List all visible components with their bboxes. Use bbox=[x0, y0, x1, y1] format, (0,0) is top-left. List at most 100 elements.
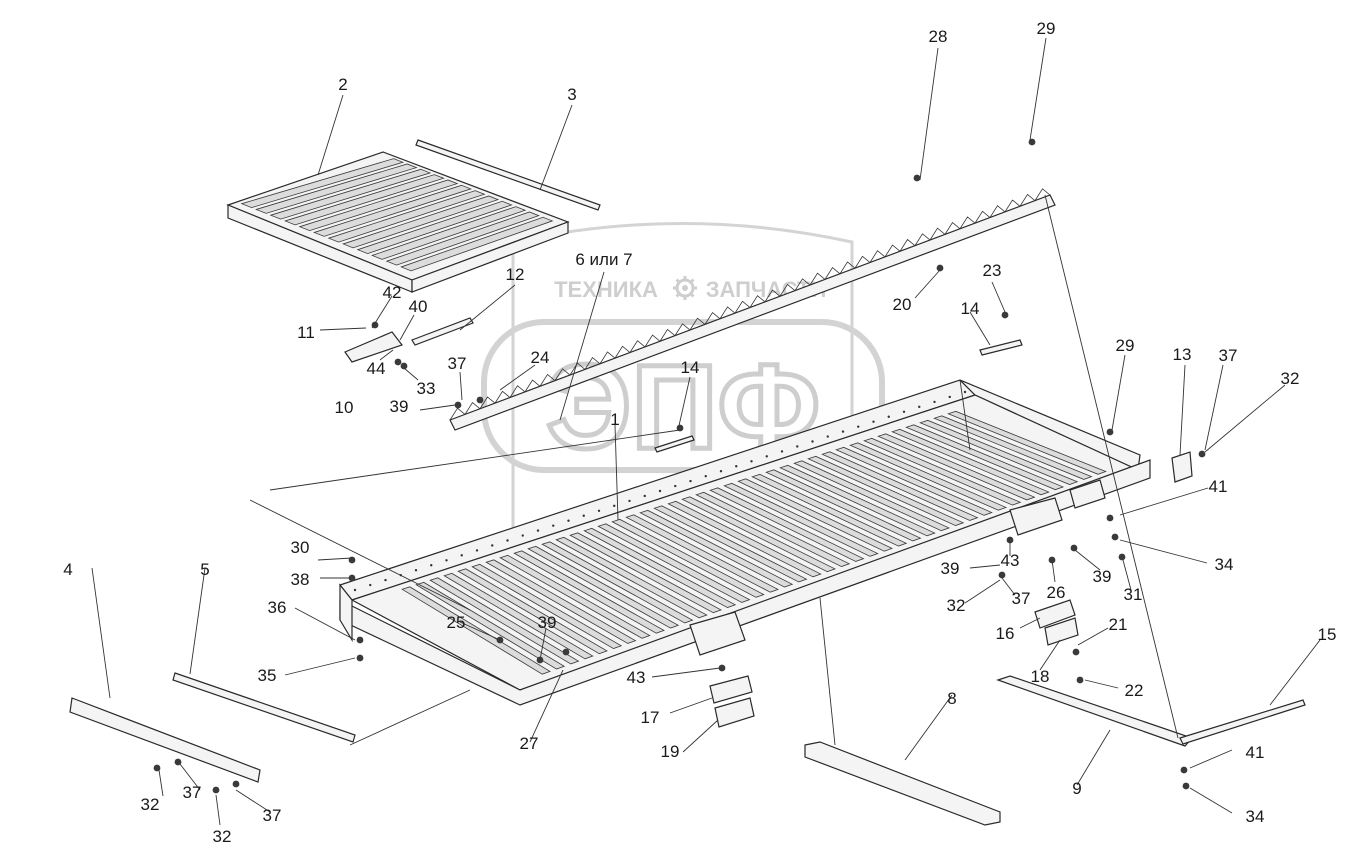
leader-line-17 bbox=[914, 269, 941, 299]
strip-part-9 bbox=[996, 675, 1194, 747]
leader-line-27 bbox=[969, 564, 1001, 569]
leader-line-12 bbox=[677, 376, 691, 431]
callout-c16: 16 bbox=[996, 624, 1015, 643]
callout-c8: 8 bbox=[947, 689, 956, 708]
leader-line-25 bbox=[1119, 539, 1208, 564]
pin-part-12 bbox=[411, 317, 474, 346]
leader-line-1 bbox=[539, 104, 573, 191]
leader-line-14 bbox=[919, 47, 939, 181]
callout-c39a: 39 bbox=[390, 397, 409, 416]
callout-c18: 18 bbox=[1031, 667, 1050, 686]
leader-line-44 bbox=[459, 621, 501, 641]
fastener-19 bbox=[998, 571, 1006, 579]
callout-c12: 12 bbox=[506, 265, 525, 284]
fastener-26 bbox=[718, 664, 726, 672]
leader-line-35 bbox=[1039, 639, 1061, 671]
callout-c19: 19 bbox=[661, 742, 680, 761]
callout-c10: 10 bbox=[335, 398, 354, 417]
callout-c4: 4 bbox=[63, 560, 72, 579]
callout-c41b: 41 bbox=[1246, 743, 1265, 762]
leader-line-46 bbox=[651, 667, 721, 678]
callout-c9: 9 bbox=[1072, 779, 1081, 798]
callout-c14b: 14 bbox=[961, 299, 980, 318]
gear-icon bbox=[673, 276, 697, 300]
callout-c20: 20 bbox=[893, 295, 912, 314]
main-frame-part-1 bbox=[338, 379, 1151, 706]
fastener-8 bbox=[400, 362, 408, 370]
fastener-22 bbox=[1072, 648, 1080, 656]
leader-line-42 bbox=[294, 607, 356, 641]
leader-line-16 bbox=[1044, 194, 1179, 739]
leader-line-6 bbox=[319, 327, 367, 331]
fastener-21 bbox=[1070, 544, 1078, 552]
callout-c3: 3 bbox=[567, 85, 576, 104]
callout-c34a: 34 bbox=[1215, 555, 1234, 574]
callout-c37b: 37 bbox=[1219, 346, 1238, 365]
callout-c28: 28 bbox=[929, 27, 948, 46]
fastener-5 bbox=[476, 396, 484, 404]
callout-c24: 24 bbox=[531, 348, 550, 367]
callout-c21: 21 bbox=[1109, 615, 1128, 634]
callout-c27: 27 bbox=[520, 734, 539, 753]
leader-line-22 bbox=[1204, 364, 1224, 451]
rod-part-15 bbox=[1179, 699, 1306, 745]
fastener-15 bbox=[1106, 514, 1114, 522]
leader-line-39 bbox=[1189, 787, 1233, 814]
leader-line-58 bbox=[249, 499, 471, 611]
leader-line-3 bbox=[459, 284, 516, 331]
leader-line-54 bbox=[215, 794, 221, 826]
leader-line-18 bbox=[991, 281, 1006, 313]
fastener-28 bbox=[562, 648, 570, 656]
callout-c37e: 37 bbox=[263, 806, 282, 825]
fastener-23 bbox=[1076, 676, 1084, 684]
leader-line-28 bbox=[1051, 559, 1056, 583]
clamp-part-18 bbox=[1044, 617, 1079, 646]
leader-line-48 bbox=[682, 719, 719, 753]
callout-c38: 38 bbox=[291, 570, 310, 589]
callout-c39d: 39 bbox=[538, 613, 557, 632]
callout-c11: 11 bbox=[297, 323, 315, 342]
fastener-2 bbox=[356, 636, 364, 644]
callout-c39c: 39 bbox=[1093, 567, 1112, 586]
fastener-9 bbox=[936, 264, 944, 272]
callout-c35: 35 bbox=[258, 666, 277, 685]
callout-c34b: 34 bbox=[1246, 807, 1265, 826]
leader-line-34 bbox=[1077, 627, 1109, 646]
leader-line-9 bbox=[459, 371, 463, 401]
callout-c22: 22 bbox=[1125, 681, 1144, 700]
callout-c32c: 32 bbox=[141, 795, 160, 814]
fastener-16 bbox=[1111, 533, 1119, 541]
fastener-31 bbox=[174, 758, 182, 766]
toothed-bar-part-6-or-7 bbox=[449, 188, 1056, 431]
fastener-1 bbox=[348, 574, 356, 582]
callout-c37a: 37 bbox=[448, 354, 467, 373]
upper-grate-part-2 bbox=[226, 151, 570, 293]
fastener-33 bbox=[232, 780, 240, 788]
plate-part-14-b bbox=[979, 339, 1023, 356]
callout-c15: 15 bbox=[1318, 625, 1337, 644]
leader-line-45 bbox=[539, 627, 547, 661]
leader-line-5 bbox=[399, 314, 415, 341]
callout-c29b: 29 bbox=[1116, 336, 1135, 355]
callout-c6or7: 6 или 7 bbox=[575, 250, 632, 269]
leader-line-61 bbox=[819, 597, 836, 746]
leader-line-0 bbox=[317, 94, 344, 176]
callout-c40: 40 bbox=[409, 297, 428, 316]
lever-part-10 bbox=[344, 331, 403, 363]
plate-part-13 bbox=[1171, 451, 1193, 483]
fastener-11 bbox=[1028, 138, 1036, 146]
leader-line-11 bbox=[499, 364, 536, 391]
fastener-10 bbox=[913, 174, 921, 182]
callout-c42: 42 bbox=[383, 283, 402, 302]
leader-line-10 bbox=[419, 404, 456, 411]
callout-c39b: 39 bbox=[941, 559, 960, 578]
leader-line-20 bbox=[1111, 354, 1126, 431]
callout-c25: 25 bbox=[447, 613, 466, 632]
fastener-4 bbox=[454, 401, 462, 409]
callout-c41a: 41 bbox=[1209, 477, 1228, 496]
leader-line-2 bbox=[559, 271, 605, 421]
callout-c30: 30 bbox=[291, 538, 310, 557]
callout-c1: 1 bbox=[610, 410, 619, 429]
leader-line-47 bbox=[669, 697, 713, 714]
leader-line-15 bbox=[1029, 37, 1047, 141]
